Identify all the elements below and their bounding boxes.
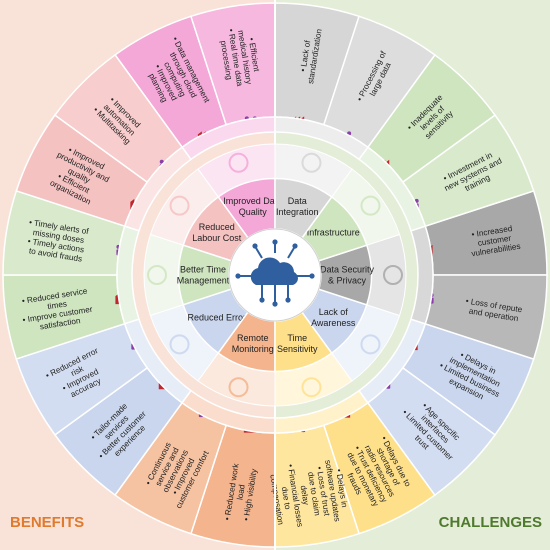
segment-decor-icon (360, 334, 381, 355)
middle-band (274, 389, 369, 434)
segment-decor-icon (301, 152, 322, 173)
outer-item-line: delay (298, 483, 310, 507)
cloud-network-icon (235, 239, 315, 307)
outer-cell-text: • Continuous service and observations• I… (139, 432, 211, 512)
outer-cell-text: • Increased customer vulnerabilities (466, 223, 522, 259)
segment-decor-icon (228, 152, 249, 173)
middle-band (123, 318, 192, 404)
middle-band (116, 225, 140, 325)
segment-decor-icon (301, 377, 322, 398)
segment-decor-icon (169, 195, 190, 216)
inner-segment-label: Infrastructure (307, 228, 360, 238)
segment-decor-icon (360, 195, 381, 216)
outer-item-line: times (45, 299, 68, 311)
benefits-label: BENEFITS (10, 514, 85, 531)
outer-item-line: due to (279, 484, 292, 511)
middle-band (358, 146, 427, 232)
segment-decor-icon (383, 265, 403, 285)
inner-segment-label: Data Security& Privacy (320, 265, 375, 286)
middle-ring (115, 116, 434, 434)
center-hub (228, 228, 322, 322)
middle-band (181, 389, 276, 434)
middle-band (410, 225, 434, 325)
segment-decor-icon (147, 265, 167, 285)
challenges-label: CHALLENGES (438, 514, 542, 531)
middle-band (123, 146, 192, 232)
inner-segment-label: Reduced Error (187, 312, 246, 322)
middle-band (358, 318, 427, 404)
segment-decor-icon (228, 377, 249, 398)
segment-decor-icon (169, 334, 190, 355)
outer-item-line: load (235, 483, 247, 502)
middle-band (274, 116, 369, 161)
outer-cell-text: • Improved productivity and quality• Eff… (41, 141, 116, 210)
